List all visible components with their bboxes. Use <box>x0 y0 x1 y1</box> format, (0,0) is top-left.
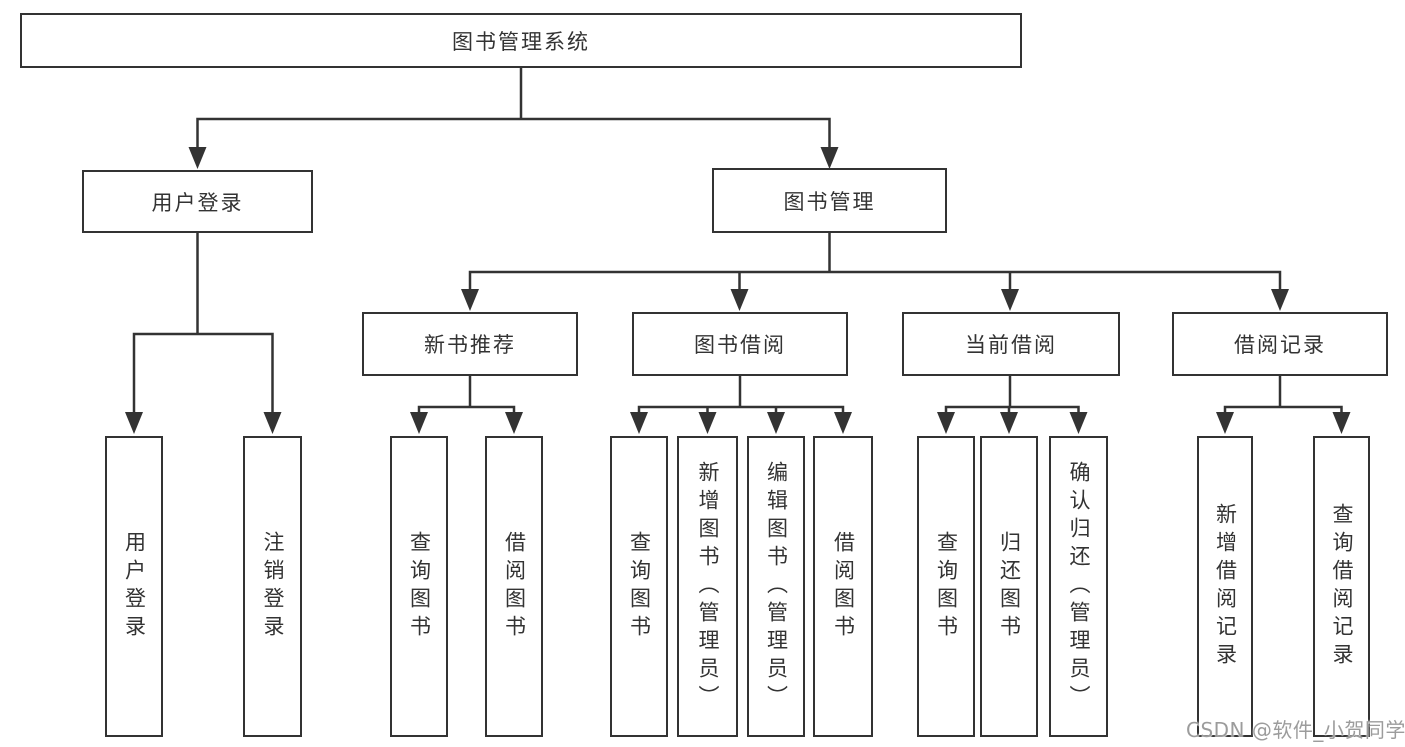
leaf-label: 新增借阅记录 <box>1213 502 1238 671</box>
node-new-book-recommendation: 新书推荐 <box>362 312 578 376</box>
leaf-query-books-recommend: 查询图书 <box>390 436 448 737</box>
csdn-watermark: CSDN @软件_小贺同学 <box>1186 718 1405 742</box>
node-label: 借阅记录 <box>1234 333 1326 357</box>
leaf-query-borrow-record: 查询借阅记录 <box>1313 436 1370 737</box>
node-label: 图书借阅 <box>694 333 786 357</box>
leaf-edit-books-admin: 编辑图书（管理员） <box>747 436 805 737</box>
leaf-label: 借阅图书 <box>831 530 856 643</box>
leaf-borrow-books-borrowing: 借阅图书 <box>813 436 873 737</box>
leaf-borrow-books-recommend: 借阅图书 <box>485 436 543 737</box>
node-label: 新书推荐 <box>424 333 516 357</box>
leaf-return-books: 归还图书 <box>980 436 1038 737</box>
leaf-query-books-current: 查询图书 <box>917 436 975 737</box>
leaf-label: 查询图书 <box>934 530 959 643</box>
leaf-query-books-borrowing: 查询图书 <box>610 436 668 737</box>
leaf-label: 借阅图书 <box>502 530 527 643</box>
node-label: 图书管理 <box>783 189 876 214</box>
leaf-label: 查询图书 <box>407 530 432 643</box>
leaf-user-login: 用户登录 <box>105 436 163 737</box>
leaf-label: 确认归还（管理员） <box>1067 460 1092 713</box>
leaf-label: 编辑图书（管理员） <box>764 460 789 713</box>
leaf-label: 查询借阅记录 <box>1330 502 1355 671</box>
leaf-confirm-return-admin: 确认归还（管理员） <box>1049 436 1108 737</box>
leaf-add-books-admin: 新增图书（管理员） <box>677 436 738 737</box>
node-book-management: 图书管理 <box>712 168 947 233</box>
node-library-management-system: 图书管理系统 <box>20 13 1022 68</box>
leaf-logout: 注销登录 <box>243 436 302 737</box>
leaf-label: 注销登录 <box>261 530 286 643</box>
leaf-label: 新增图书（管理员） <box>696 460 721 713</box>
leaf-label: 归还图书 <box>997 530 1022 643</box>
leaf-add-borrow-record: 新增借阅记录 <box>1197 436 1253 737</box>
node-label: 图书管理系统 <box>452 29 590 54</box>
leaf-label: 用户登录 <box>122 530 147 643</box>
node-borrowing-records: 借阅记录 <box>1172 312 1388 376</box>
node-book-borrowing: 图书借阅 <box>632 312 848 376</box>
node-current-borrowing: 当前借阅 <box>902 312 1120 376</box>
leaf-label: 查询图书 <box>627 530 652 643</box>
node-label: 用户登录 <box>151 190 244 215</box>
node-label: 当前借阅 <box>965 333 1057 357</box>
node-user-login: 用户登录 <box>82 170 313 233</box>
